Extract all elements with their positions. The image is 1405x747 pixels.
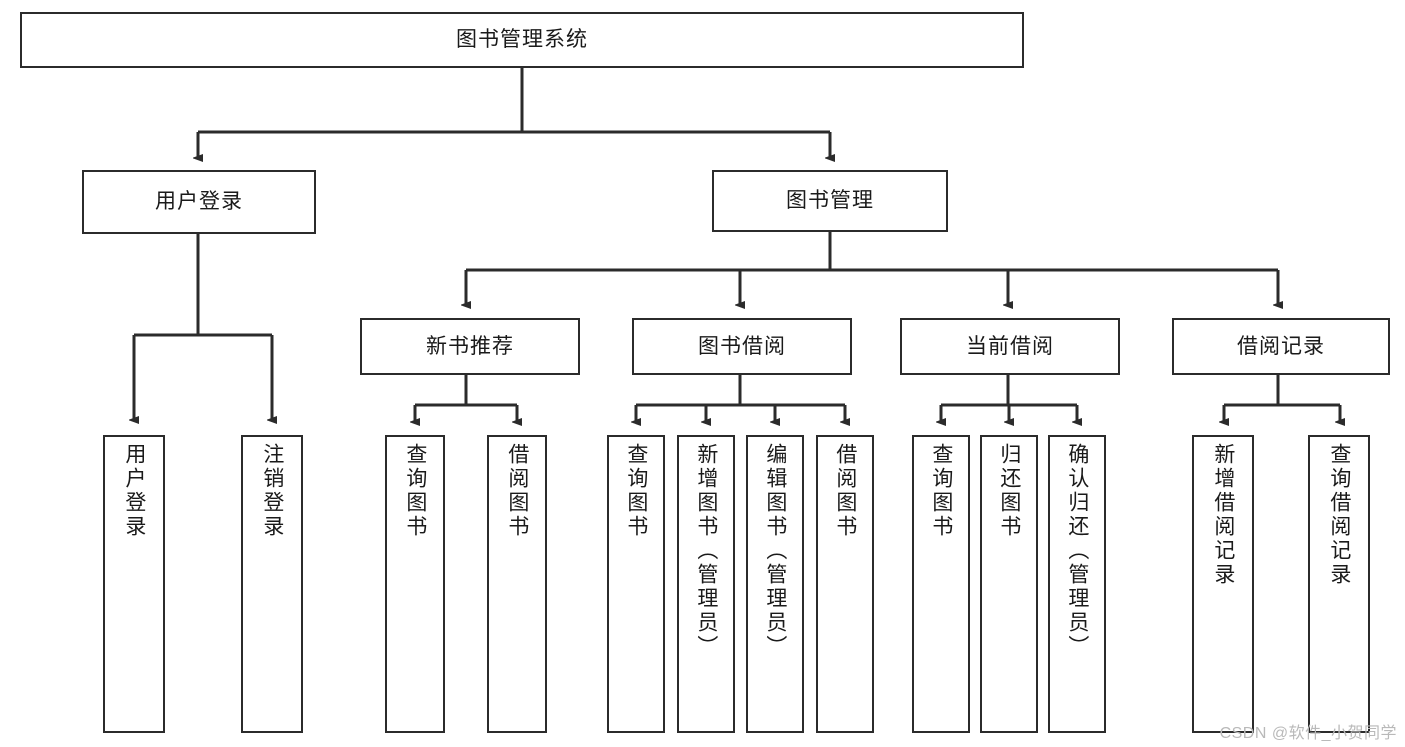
node-label: 查询图书 — [929, 443, 953, 539]
watermark-text: CSDN @软件_小贺同学 — [1219, 725, 1397, 742]
node-new-book-recommend[interactable]: 新书推荐 — [360, 318, 580, 375]
leaf-logout[interactable]: 注销登录 — [241, 435, 303, 733]
node-label: 用户登录 — [155, 190, 243, 214]
node-label: 确认归还（管理员） — [1065, 443, 1089, 659]
node-label: 注销登录 — [260, 443, 284, 539]
node-label: 新书推荐 — [426, 334, 514, 358]
leaf-query-book-new[interactable]: 查询图书 — [385, 435, 445, 733]
node-root-library-system[interactable]: 图书管理系统 — [20, 12, 1024, 68]
leaf-return-book[interactable]: 归还图书 — [980, 435, 1038, 733]
node-label: 查询借阅记录 — [1327, 443, 1351, 587]
node-label: 新增借阅记录 — [1211, 443, 1235, 587]
node-current-borrow[interactable]: 当前借阅 — [900, 318, 1120, 375]
node-label: 编辑图书（管理员） — [763, 443, 787, 659]
leaf-query-book-current[interactable]: 查询图书 — [912, 435, 970, 733]
node-label: 借阅图书 — [505, 443, 529, 539]
leaf-query-book-borrow[interactable]: 查询图书 — [607, 435, 665, 733]
node-label: 新增图书（管理员） — [694, 443, 718, 659]
node-book-management[interactable]: 图书管理 — [712, 170, 948, 232]
node-label: 借阅记录 — [1237, 334, 1325, 358]
leaf-add-book-admin[interactable]: 新增图书（管理员） — [677, 435, 735, 733]
leaf-borrow-book[interactable]: 借阅图书 — [816, 435, 874, 733]
node-label: 查询图书 — [624, 443, 648, 539]
node-label: 借阅图书 — [833, 443, 857, 539]
leaf-user-login[interactable]: 用户登录 — [103, 435, 165, 733]
node-label: 用户登录 — [122, 443, 146, 539]
node-borrow-record[interactable]: 借阅记录 — [1172, 318, 1390, 375]
node-label: 归还图书 — [997, 443, 1021, 539]
node-label: 当前借阅 — [966, 334, 1054, 358]
node-label: 图书借阅 — [698, 334, 786, 358]
node-user-login[interactable]: 用户登录 — [82, 170, 316, 234]
leaf-confirm-return-admin[interactable]: 确认归还（管理员） — [1048, 435, 1106, 733]
leaf-query-borrow-record[interactable]: 查询借阅记录 — [1308, 435, 1370, 733]
node-book-borrow[interactable]: 图书借阅 — [632, 318, 852, 375]
node-label: 查询图书 — [403, 443, 427, 539]
node-label: 图书管理系统 — [456, 28, 588, 52]
leaf-borrow-book-new[interactable]: 借阅图书 — [487, 435, 547, 733]
leaf-add-borrow-record[interactable]: 新增借阅记录 — [1192, 435, 1254, 733]
leaf-edit-book-admin[interactable]: 编辑图书（管理员） — [746, 435, 804, 733]
node-label: 图书管理 — [786, 189, 874, 213]
